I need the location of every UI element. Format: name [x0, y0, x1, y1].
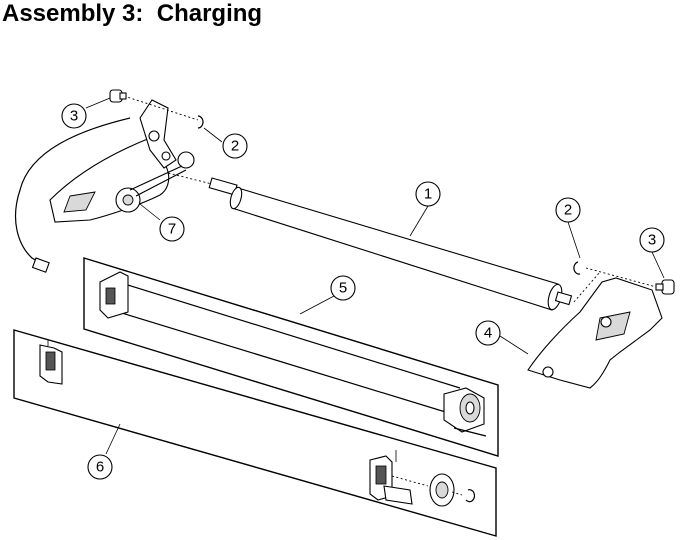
svg-text:7: 7 — [168, 221, 176, 238]
svg-text:2: 2 — [564, 202, 572, 219]
svg-text:5: 5 — [339, 280, 347, 297]
callout-4: 4 — [475, 320, 501, 346]
kit-5-box — [83, 257, 499, 457]
svg-text:4: 4 — [484, 325, 492, 342]
svg-text:6: 6 — [96, 459, 104, 476]
kit-6-box — [13, 329, 497, 537]
kit-5-charge-roller — [99, 271, 487, 437]
svg-text:3: 3 — [70, 108, 78, 125]
page-title: Assembly 3: Charging — [2, 0, 263, 27]
callout-3-left: 3 — [61, 103, 87, 129]
callout-1: 1 — [415, 181, 441, 207]
callout-5: 5 — [330, 275, 356, 301]
left-arm-assembly — [14, 95, 199, 273]
right-arm-part-4 — [499, 221, 675, 389]
svg-text:1: 1 — [424, 186, 432, 203]
leader-5 — [299, 295, 335, 315]
charge-roller-part-1 — [163, 171, 601, 311]
callout-6: 6 — [87, 454, 113, 480]
leader-1 — [409, 205, 429, 237]
svg-text:2: 2 — [231, 138, 239, 155]
callout-2-right: 2 — [555, 197, 581, 223]
left-small-parts — [85, 89, 223, 143]
callout-2-left: 2 — [222, 133, 248, 159]
leader-6 — [105, 423, 121, 455]
kit-6-left-bracket — [39, 340, 63, 385]
callout-7: 7 — [159, 216, 185, 242]
svg-text:3: 3 — [648, 232, 656, 249]
callout-3-right: 3 — [639, 227, 665, 253]
kit-6-right-parts — [369, 450, 476, 507]
